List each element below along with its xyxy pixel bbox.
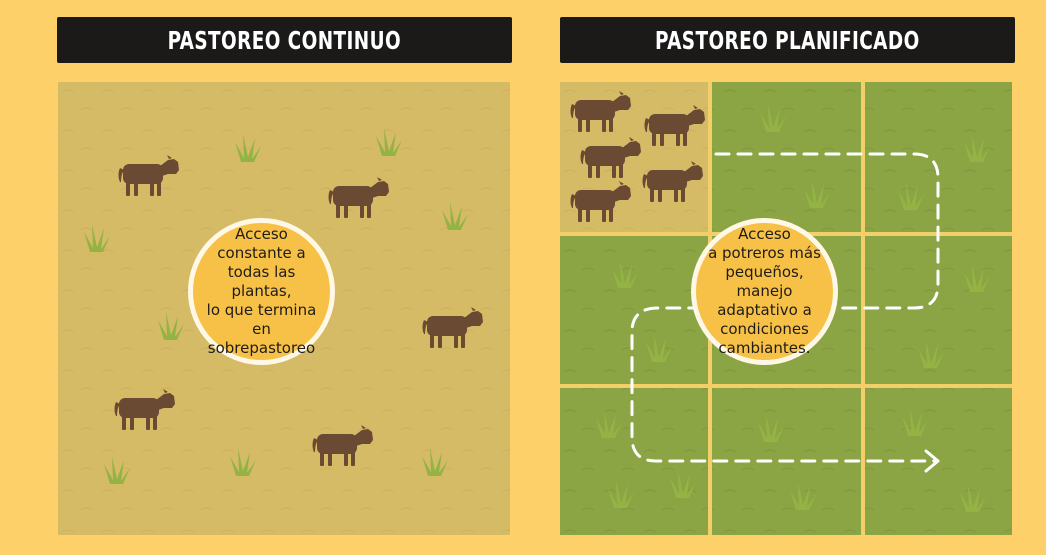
arrow-head-icon — [924, 449, 940, 473]
continuous-grazing-caption-bubble: Acceso constante a todas las plantas, lo… — [188, 218, 335, 365]
planned-grazing-panel — [560, 82, 1012, 535]
planned-grazing-title: PASTOREO PLANIFICADO — [655, 25, 920, 55]
planned-grazing-caption-bubble: Acceso a potreros más pequeños, manejo a… — [691, 218, 838, 365]
planned-grazing-caption: Acceso a potreros más pequeños, manejo a… — [708, 225, 821, 357]
continuous-grazing-title-banner: PASTOREO CONTINUO — [57, 17, 512, 63]
continuous-grazing-title: PASTOREO CONTINUO — [167, 25, 402, 55]
planned-grazing-title-banner: PASTOREO PLANIFICADO — [560, 17, 1015, 63]
paddock-grid-illustration — [560, 82, 1012, 535]
continuous-grazing-caption: Acceso constante a todas las plantas, lo… — [206, 225, 317, 357]
